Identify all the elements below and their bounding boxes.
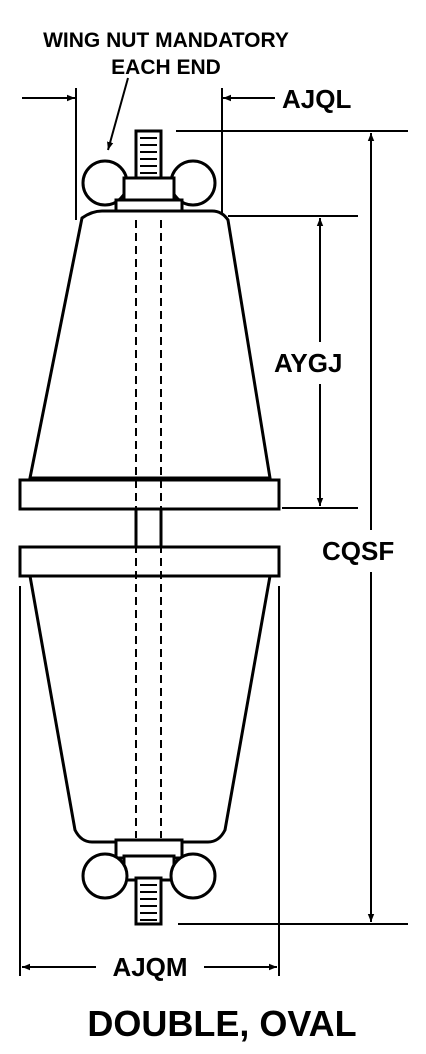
dimension-label-cqsf: CQSF	[322, 536, 394, 566]
lower-cone-body	[28, 574, 272, 844]
bottom-threaded-stud	[134, 876, 163, 926]
dimension-ajqm	[19, 586, 280, 976]
upper-cone-body	[28, 209, 272, 480]
top-wing-nut-left-icon	[81, 159, 129, 207]
top-wing-nut-body	[122, 176, 176, 204]
dimension-label-ajql: AJQL	[282, 84, 351, 114]
bottom-wing-nut-body	[122, 854, 176, 882]
note-leader-line	[107, 77, 129, 151]
upper-flange	[18, 478, 281, 511]
dimension-label-ajqm: AJQM	[112, 952, 187, 982]
wing-nut-note-line2: EACH END	[111, 56, 221, 79]
center-shaft	[134, 507, 163, 549]
dimension-cqsf	[176, 130, 408, 925]
diagram-caption: DOUBLE, OVAL	[87, 1003, 356, 1044]
top-wing-nut-right-icon	[169, 159, 217, 207]
dimension-ajql	[22, 88, 275, 220]
bottom-wing-nut-right-icon	[169, 852, 217, 900]
dimension-aygj	[228, 215, 358, 509]
wing-nut-note-line1: WING NUT MANDATORY	[43, 29, 289, 52]
lower-flange	[18, 545, 281, 578]
dimension-label-aygj: AYGJ	[274, 348, 342, 378]
bottom-wing-nut-left-icon	[81, 852, 129, 900]
